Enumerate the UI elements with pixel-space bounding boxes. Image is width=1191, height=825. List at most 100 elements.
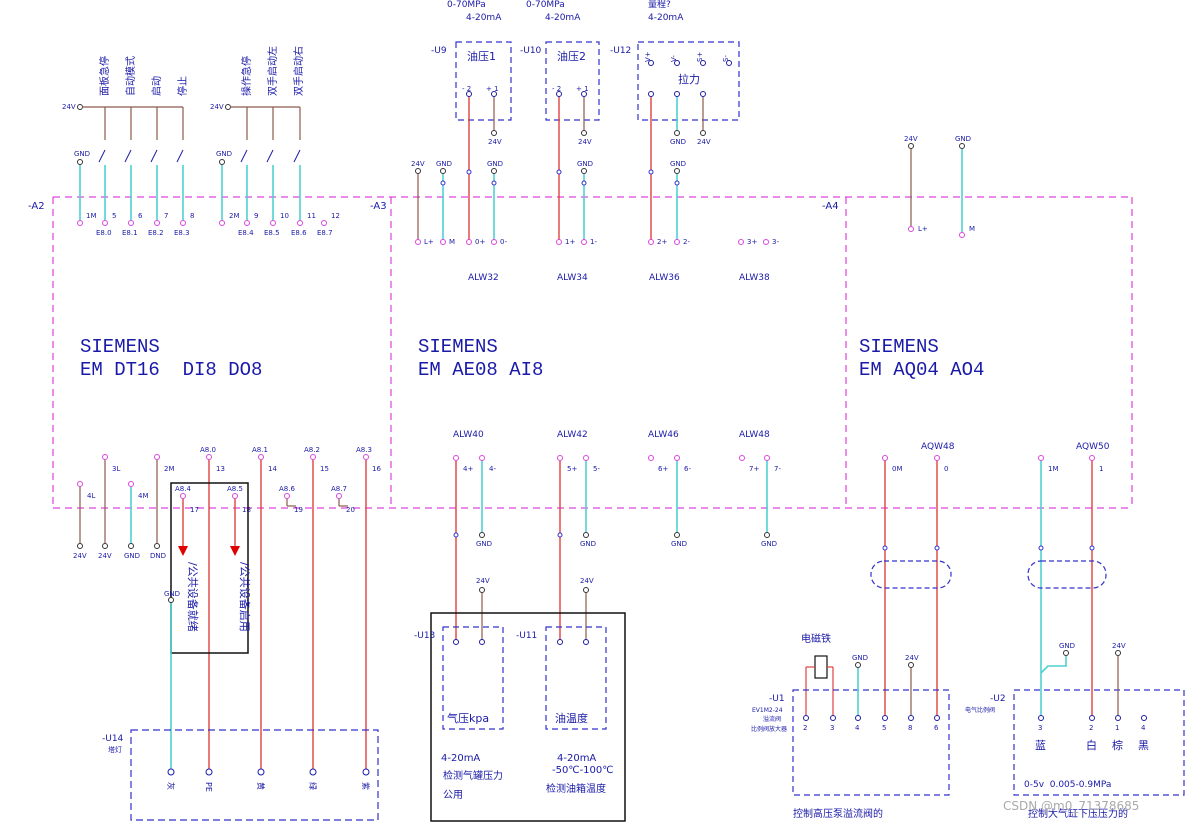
a2-addr-2: E8.2 (148, 229, 164, 237)
a3-gnd-2: GND (670, 160, 686, 168)
a4-t-0: L+ (918, 225, 928, 233)
a3-bt-2: 5+ (567, 465, 577, 473)
a2-sup-0: 24V (73, 552, 87, 560)
a4-t-1: M (969, 225, 975, 233)
u1-sub2: 比例阀放大器 (751, 725, 787, 733)
a4-top: 24V GND L+ M (904, 135, 975, 238)
u9-range: 0-70MPa (447, 0, 486, 10)
u1-gnd: GND (852, 654, 868, 662)
u13-tag: -U13 (414, 631, 435, 641)
a4-ch-1: AQW50 (1076, 442, 1110, 452)
a3-t-8: 3+ (747, 238, 757, 246)
u2-tag: -U2 (990, 694, 1006, 704)
u13-desc1: 检测气罐压力 (443, 769, 503, 782)
a2-top-switches: 24V 24V 面板急停 自动模式 启动 停止 操作急停 双手启动左 双手启动右 (62, 46, 305, 220)
a3-t-0: L+ (424, 238, 434, 246)
u1-sub1: 溢流阀 (763, 715, 781, 723)
a3-t-1: M (449, 238, 455, 246)
u10-name: 油压2 (557, 49, 586, 63)
sw-label-5: 双手启动左 (266, 46, 279, 96)
u1-pin-4: 8 (908, 724, 912, 732)
a3-bch-1: ALW42 (557, 430, 588, 440)
a3-bgnd-1: GND (580, 540, 596, 548)
a4-bt-0: 0M (892, 465, 903, 473)
a2-a-7: A8.7 (331, 485, 347, 493)
u12-pin-0: V+ (644, 51, 652, 62)
u2-sub: 电气比例阀 (965, 706, 995, 714)
a4-bottom: AQW48 AQW50 0M 0 1M 1 (870, 442, 1110, 715)
sw-label-6: 双手启动右 (292, 46, 305, 96)
a2-t-6: 9 (254, 212, 258, 220)
u1-sup: 24V (905, 654, 919, 662)
u11-name: 油温度 (555, 711, 588, 725)
a2-gnd-2: GND (216, 150, 232, 158)
a3-gnd: GND (436, 160, 452, 168)
a4-sup: 24V (904, 135, 918, 143)
a2-b-1: 3L (112, 465, 120, 473)
u10-pin-0: - 2 (552, 85, 561, 93)
u2-gnd: GND (1059, 642, 1075, 650)
u10-signal: 4-20mA (545, 13, 581, 23)
u1-caption: 控制高压泵溢流阀的 (793, 807, 883, 820)
a2-addr-6: E8.6 (291, 229, 307, 237)
a3-bt-4: 6+ (658, 465, 668, 473)
a2-t-9: 12 (331, 212, 340, 220)
a2-b-10: 19 (294, 506, 303, 514)
a4-bt-1: 0 (944, 465, 948, 473)
a3-ch-3: ALW38 (739, 273, 770, 283)
a3-t-2: 0+ (475, 238, 485, 246)
a4-brand: SIEMENS (859, 336, 939, 358)
u2-pin-2: 1 (1115, 724, 1119, 732)
a2-b-5: 14 (268, 465, 277, 473)
a2-sup-3: DND (150, 552, 166, 560)
a2-t-4: 8 (190, 212, 194, 220)
a3-bgnd-3: GND (761, 540, 777, 548)
u1-model: EV1M2-24 (752, 707, 783, 714)
u1-pin-5: 6 (934, 724, 939, 732)
bottom-sensors: 24V 24V -U13 -U11 气压kpa 油温度 4-20mA 检测气罐压… (414, 577, 626, 822)
a2-t-1: 5 (112, 212, 116, 220)
a2-gnd-1: GND (74, 150, 90, 158)
a2-a-5: A8.5 (227, 485, 243, 493)
a3-bch-3: ALW48 (739, 430, 770, 440)
lamp-0: 灰 (166, 782, 176, 790)
u14-tower-lamp: -U14 塔灯 灰 PE 黄 绿 紫 (102, 729, 379, 821)
lamp-2: 黄 (256, 782, 266, 790)
u13-sup: 24V (476, 577, 490, 585)
a2-a-4: A8.4 (175, 485, 191, 493)
a3-brand: SIEMENS (418, 336, 498, 358)
a3-ch-0: ALW32 (468, 273, 499, 283)
u9-signal: 4-20mA (466, 13, 502, 23)
u10-sup: 24V (578, 138, 592, 146)
arrow-label-1: /公共设备启用 (238, 562, 252, 632)
u10-range: 0-70MPa (526, 0, 565, 10)
a3-model: EM AE08 AI8 (418, 359, 543, 381)
u12-pin-1: V- (670, 55, 678, 62)
u11-desc: 检测油箱温度 (546, 782, 606, 795)
u12-pin-2: S+ (696, 52, 704, 62)
u12-range: 量程? (648, 0, 671, 10)
a4-bt-2: 1M (1048, 465, 1059, 473)
a2-sup-1: 24V (98, 552, 112, 560)
u2-pin-1: 2 (1089, 724, 1093, 732)
u2-color-1: 白 (1086, 738, 1097, 752)
a2-t-3: 7 (164, 212, 168, 220)
a3-t-6: 2+ (657, 238, 667, 246)
u2-color-0: 蓝 (1035, 739, 1046, 752)
u14-tag: -U14 (102, 734, 124, 744)
a3-t-7: 2- (683, 238, 690, 246)
arrow-label-0: /公共设备就绪 (186, 562, 200, 632)
a2-b-4: 13 (216, 465, 225, 473)
u1-pin-1: 3 (830, 724, 834, 732)
a2-addr-3: E8.3 (174, 229, 190, 237)
u1-pin-0: 2 (803, 724, 807, 732)
a2-b-2: 4M (138, 492, 149, 500)
u9-sup: 24V (488, 138, 502, 146)
u11-range: -50℃-100℃ (552, 765, 614, 776)
lamp-1: PE (204, 782, 213, 792)
a3-bt-0: 4+ (463, 465, 473, 473)
a3-bottom: ALW40 ALW42 ALW46 ALW48 4+ 4- 5+ 5- 6+ 6… (453, 430, 781, 640)
u13-signal: 4-20mA (441, 753, 480, 764)
signal-box (170, 482, 249, 654)
